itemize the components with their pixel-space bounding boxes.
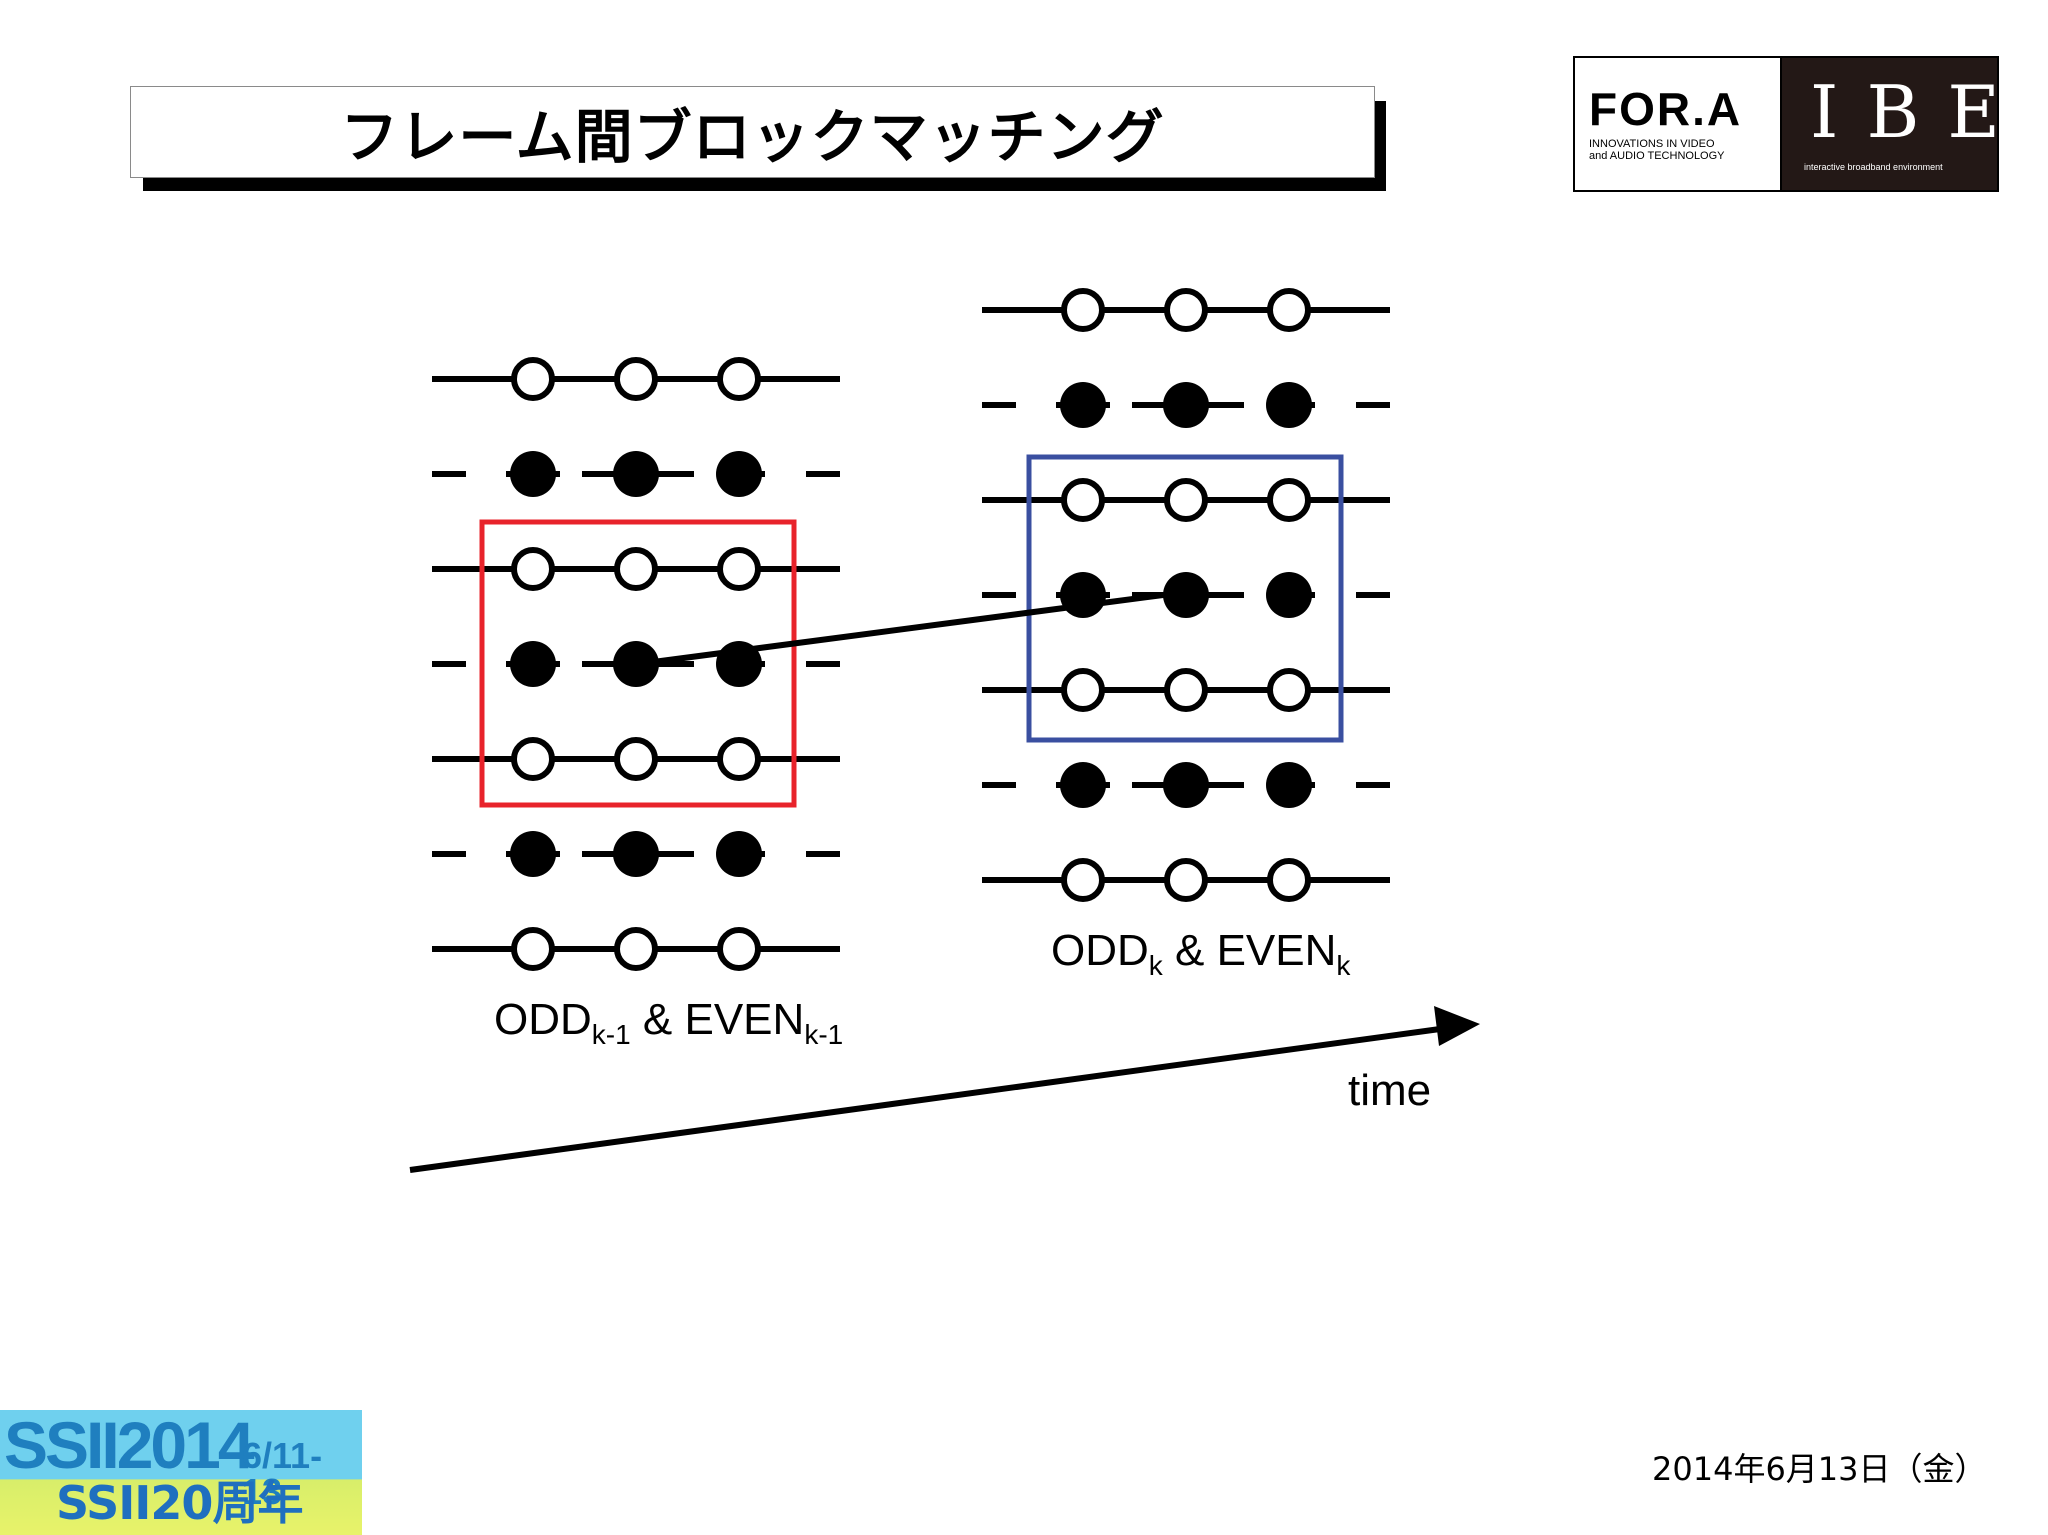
even-pixel — [1266, 382, 1312, 428]
odd-pixel — [717, 357, 761, 401]
even-pixel — [613, 641, 659, 687]
even-pixel — [510, 641, 556, 687]
fora-tagline: INNOVATIONS IN VIDEO and AUDIO TECHNOLOG… — [1589, 138, 1769, 162]
even-pixel — [613, 451, 659, 497]
slide-title: フレーム間ブロックマッチング — [340, 103, 1165, 171]
matching-block — [1026, 454, 1344, 743]
odd-pixel — [511, 357, 555, 401]
odd-pixel — [1164, 288, 1208, 332]
even-pixel — [1060, 382, 1106, 428]
odd-pixel — [511, 927, 555, 971]
even-pixel — [1060, 762, 1106, 808]
label-sub: k-1 — [804, 1019, 844, 1050]
odd-pixel — [1267, 668, 1311, 712]
odd-pixel — [1267, 858, 1311, 902]
label-odd: ODD — [494, 995, 592, 1044]
field-current — [982, 288, 1390, 902]
odd-pixel — [717, 927, 761, 971]
even-pixel — [716, 831, 762, 877]
fora-logo-text: FOR.A — [1589, 83, 1743, 135]
odd-pixel — [1164, 668, 1208, 712]
odd-pixel — [1061, 288, 1105, 332]
motion-vector — [637, 592, 1164, 667]
field-label-current: ODDk & EVENk — [1051, 926, 1350, 980]
label-even: & EVEN — [1162, 926, 1337, 975]
ibe-logo-text: IBE — [1810, 70, 2028, 154]
even-pixel — [613, 831, 659, 877]
even-pixel — [1060, 572, 1106, 618]
odd-pixel — [511, 547, 555, 591]
even-pixel — [1266, 762, 1312, 808]
odd-pixel — [1267, 288, 1311, 332]
odd-pixel — [1164, 478, 1208, 522]
odd-pixel — [1061, 858, 1105, 902]
label-odd: ODD — [1051, 926, 1149, 975]
time-arrow — [409, 1006, 1480, 1173]
label-sub: k — [1148, 950, 1163, 981]
label-sub: k-1 — [591, 1019, 631, 1050]
badge-event-date: 6/11-13 — [242, 1435, 323, 1512]
time-label: time — [1348, 1066, 1432, 1115]
odd-pixel — [614, 547, 658, 591]
fora-tagline-line-1: INNOVATIONS IN VIDEO — [1589, 138, 1715, 150]
even-pixel — [1163, 382, 1209, 428]
badge-anniversary: SSII20周年 — [56, 1476, 303, 1530]
even-pixel — [1163, 762, 1209, 808]
odd-pixel — [1061, 478, 1105, 522]
title-box: フレーム間ブロックマッチング — [130, 86, 1375, 178]
fora-tagline-line-2: and AUDIO TECHNOLOGY — [1589, 150, 1725, 162]
odd-pixel — [614, 357, 658, 401]
odd-pixel — [511, 737, 555, 781]
label-sub: k — [1336, 950, 1351, 981]
even-pixel — [510, 831, 556, 877]
odd-pixel — [1061, 668, 1105, 712]
odd-pixel — [717, 547, 761, 591]
even-pixel — [1266, 572, 1312, 618]
label-even: & EVEN — [630, 995, 805, 1044]
company-logo: FOR.A INNOVATIONS IN VIDEO and AUDIO TEC… — [1573, 56, 2000, 192]
even-pixel — [1163, 572, 1209, 618]
odd-pixel — [717, 737, 761, 781]
footer-date: 2014年6月13日（金） — [1652, 1450, 1987, 1488]
field-previous — [432, 357, 840, 971]
ibe-logo: IBE interactive broadband environment — [1782, 58, 2000, 190]
ibe-tagline: interactive broadband environment — [1804, 162, 1943, 172]
event-badge: SSII2014 6/11-13 SSII20周年 — [0, 1410, 362, 1535]
odd-pixel — [614, 927, 658, 971]
even-pixel — [716, 451, 762, 497]
odd-pixel — [1267, 478, 1311, 522]
matching-block — [479, 519, 797, 808]
field-label-previous: ODDk-1 & EVENk-1 — [494, 995, 843, 1049]
badge-event-name: SSII2014 — [4, 1408, 255, 1482]
odd-pixel — [1164, 858, 1208, 902]
even-pixel — [510, 451, 556, 497]
odd-pixel — [614, 737, 658, 781]
fora-logo: FOR.A INNOVATIONS IN VIDEO and AUDIO TEC… — [1575, 58, 1782, 190]
